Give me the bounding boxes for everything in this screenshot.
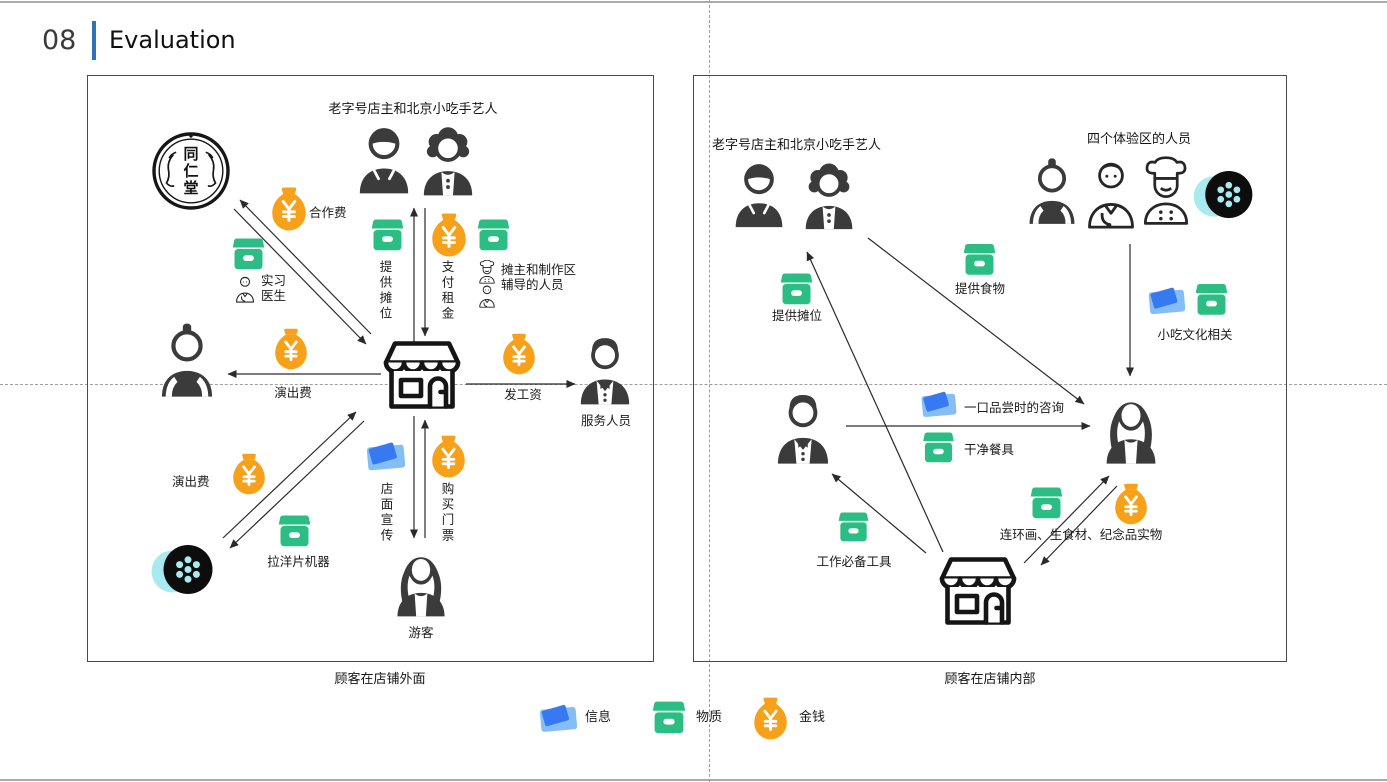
intern-doctor-label: 实习 医生 xyxy=(261,273,287,303)
envelope-icon xyxy=(919,389,959,419)
film-reel-machine-icon xyxy=(150,544,216,596)
tourist-icon xyxy=(393,544,449,620)
box-icon xyxy=(962,242,997,277)
moneybag-icon xyxy=(431,212,467,258)
craftsmen-group-label: 老字号店主和北京小吃手艺人 xyxy=(328,102,498,117)
right-panel-caption: 顾客在店铺内部 xyxy=(944,672,1036,687)
box-icon xyxy=(370,217,405,253)
seal-circle-icon xyxy=(151,131,231,211)
performance-fee-label: 演出费 xyxy=(274,385,312,400)
slide-top-edge xyxy=(0,1,1387,3)
pay-rent-label: 支付租金 xyxy=(439,260,455,322)
provide-stall-label: 提供摊位 xyxy=(771,308,822,323)
craftswoman-icon xyxy=(420,124,476,198)
left-panel-caption: 顾客在店铺外面 xyxy=(334,672,426,687)
peepshow-machine-label: 拉洋片机器 xyxy=(267,554,330,569)
envelope-icon xyxy=(1147,284,1187,317)
work-tools-label: 工作必备工具 xyxy=(816,554,892,569)
cooperation-fee-label: 合作费 xyxy=(309,205,347,220)
pay-wages-label: 发工资 xyxy=(504,387,542,402)
page-title: Evaluation xyxy=(109,26,236,54)
moneybag-icon xyxy=(271,186,307,232)
provide-food-label: 提供食物 xyxy=(954,281,1005,296)
box-icon xyxy=(476,217,511,253)
box-icon xyxy=(779,271,814,307)
souvenirs-label: 连环画、生食材、纪念品实物 xyxy=(999,527,1163,542)
legend-info-label: 信息 xyxy=(585,710,612,725)
chef-small-icon xyxy=(477,260,497,284)
clean-tableware-label: 干净餐具 xyxy=(964,442,1015,457)
film-reel-machine-icon xyxy=(1192,170,1256,220)
vertical-guide-line xyxy=(709,0,710,782)
craftsmen-group-label: 老字号店主和北京小吃手艺人 xyxy=(712,138,882,153)
moneybag-icon xyxy=(431,434,466,479)
provide-stall-label: 提供摊位 xyxy=(377,260,393,322)
box-icon xyxy=(836,511,871,543)
snack-culture-label: 小吃文化相关 xyxy=(1157,327,1233,342)
chef-icon xyxy=(1140,155,1192,228)
box-icon xyxy=(651,700,687,735)
left-diagram-panel: 老字号店主和北京小吃手艺人 同仁堂 合作费 实习 医生 提供摊位 支付租金 摊主… xyxy=(87,75,654,662)
envelope-icon xyxy=(538,702,579,734)
waiter-icon xyxy=(577,329,633,411)
craftswoman-icon xyxy=(802,160,856,232)
left-flow-arrows xyxy=(222,199,576,549)
seal-characters: 同仁堂 xyxy=(181,145,200,197)
zone-staff-label: 四个体验区的人员 xyxy=(1086,132,1191,147)
slide-bottom-edge xyxy=(0,779,1387,781)
tongrentang-seal-logo: 同仁堂 xyxy=(151,131,231,211)
box-icon xyxy=(277,514,312,548)
legend-money-label: 金钱 xyxy=(799,710,826,725)
moneybag-icon xyxy=(1114,482,1148,526)
right-diagram-panel: 老字号店主和北京小吃手艺人 四个体验区的人员 提供摊位 提供食物 小吃文化相关 … xyxy=(693,75,1287,662)
cook-small-icon xyxy=(477,284,497,308)
tourist-label: 游客 xyxy=(408,625,434,640)
service-staff-label: 服务人员 xyxy=(580,413,631,428)
performer-icon xyxy=(1026,156,1078,228)
tasting-consult-label: 一口品尝时的咨询 xyxy=(964,400,1065,415)
doctor-icon xyxy=(1084,158,1138,230)
slide-number: 08 xyxy=(42,25,77,56)
moneybag-icon xyxy=(232,452,266,496)
performer-icon xyxy=(158,321,216,401)
title-accent-bar xyxy=(92,21,96,60)
customer-icon xyxy=(1102,387,1160,469)
box-icon xyxy=(1194,282,1229,317)
craftsman-man-icon xyxy=(356,122,412,196)
craftsman-man-icon xyxy=(732,158,786,230)
intern-doctor-icon xyxy=(234,275,256,303)
shop-promotion-label: 店面宣传 xyxy=(378,482,394,544)
box-icon xyxy=(921,431,956,464)
moneybag-icon xyxy=(753,696,788,741)
moneybag-icon xyxy=(502,332,536,376)
box-icon xyxy=(231,237,266,271)
buy-tickets-label: 购买门票 xyxy=(439,482,455,544)
performance-fee2-label: 演出费 xyxy=(172,474,210,489)
envelope-icon xyxy=(365,439,407,473)
waiter-icon xyxy=(774,387,832,469)
stall-tutor-label: 摊主和制作区 辅导的人员 xyxy=(501,262,577,292)
box-icon xyxy=(1029,484,1064,522)
right-flow-arrows xyxy=(806,237,1134,566)
storefront-icon xyxy=(934,555,1022,627)
storefront-icon xyxy=(379,339,465,411)
legend-material-label: 物质 xyxy=(696,710,723,725)
moneybag-icon xyxy=(274,327,308,371)
